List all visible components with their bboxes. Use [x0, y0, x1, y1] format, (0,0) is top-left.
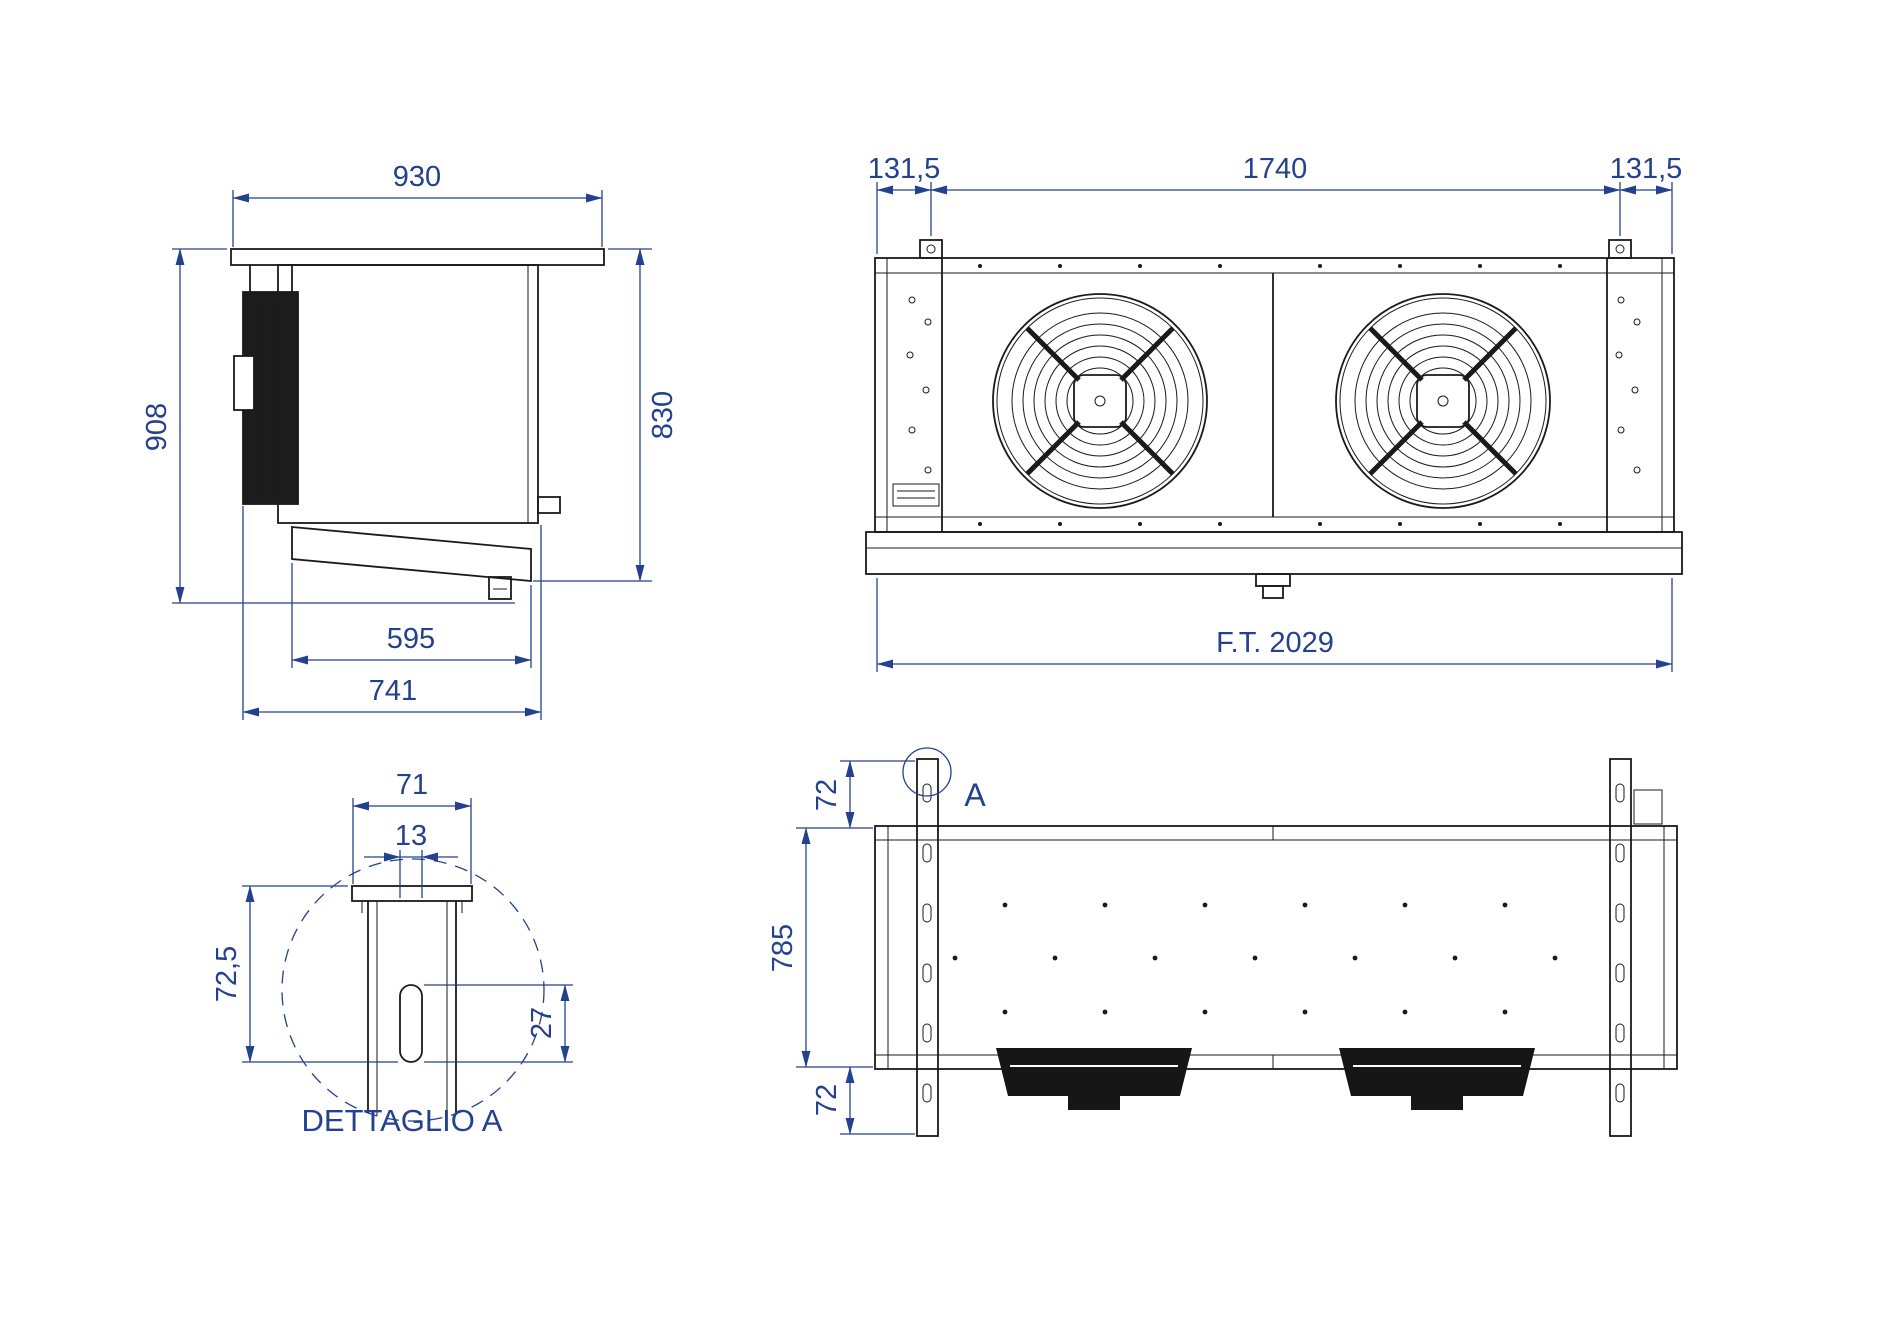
dim-side-tray-width: 595: [387, 623, 435, 655]
detail-callout-label: A: [964, 777, 986, 813]
side-view: 930 908 830 595 741: [141, 161, 679, 720]
dim-detail-height: 72,5: [211, 946, 243, 1002]
detail-dimensions: 71 13 72,5 27: [211, 769, 573, 1063]
plan-dimensions: A 72 785 72: [767, 747, 986, 1135]
rivets: [978, 264, 1562, 526]
plan-view: A 72 785 72: [767, 747, 1678, 1137]
plan-holes: [952, 902, 1558, 1015]
dim-side-top-width: 930: [393, 161, 441, 193]
dim-front-bracket-span: 1740: [1243, 153, 1308, 185]
dim-side-height-overall: 908: [141, 403, 173, 451]
dim-front-offset-left: 131,5: [868, 153, 941, 185]
dim-front-offset-right: 131,5: [1610, 153, 1683, 185]
bracket-slots: [922, 783, 1625, 1103]
dim-detail-bracket-width: 71: [396, 769, 428, 801]
dim-detail-hole-width: 13: [395, 820, 427, 852]
detail-boundary-circle: [281, 858, 545, 1122]
fan-motors: [996, 1048, 1535, 1110]
dim-side-height-body: 830: [647, 391, 679, 439]
front-view: 131,5 1740 131,5 F.T. 2029: [865, 153, 1683, 672]
dim-plan-depth: 785: [767, 924, 799, 972]
detail-a-view: 71 13 72,5 27 DETTAGLIO A: [211, 769, 573, 1138]
fan-right: [1335, 293, 1551, 509]
detail-callout-circle: [902, 747, 952, 797]
dim-front-overall-length: F.T. 2029: [1216, 627, 1334, 659]
dim-detail-slot-height: 27: [526, 1007, 558, 1039]
fan-left: [992, 293, 1208, 509]
dim-plan-bracket-top: 72: [811, 779, 843, 811]
dim-side-depth: 741: [369, 675, 417, 707]
front-dimensions: 131,5 1740 131,5 F.T. 2029: [868, 153, 1683, 672]
detail-title: DETTAGLIO A: [302, 1103, 503, 1138]
dim-plan-bracket-bottom: 72: [811, 1084, 843, 1116]
side-dimensions: 930 908 830 595 741: [141, 161, 679, 720]
panel-holes: [906, 296, 1641, 474]
